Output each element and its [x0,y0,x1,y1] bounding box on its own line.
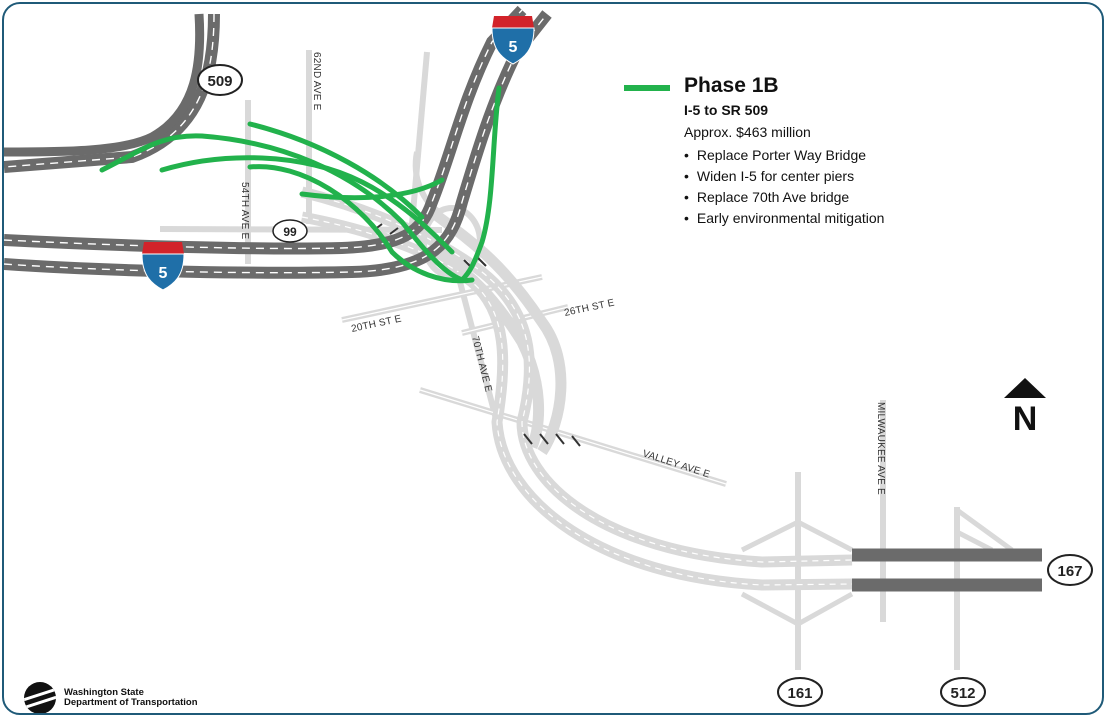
phase-1b-i5-widening [459,85,502,283]
sr99-shield-number: 99 [283,225,297,239]
street-sr99-stub [409,51,430,225]
sr509-lanes-b [4,13,205,157]
i5-shield-left-number: 5 [159,265,168,282]
sr167-shield: 167 [1047,554,1093,586]
map-canvas: 62ND AVE E 54TH AVE E 20TH ST E 26TH ST … [4,5,1093,707]
phase-1b-improvements [99,85,502,284]
sr161-interchange [740,507,1014,627]
label-valley-ave-e: VALLEY AVE E [641,448,711,480]
street-70th-ave-e [457,281,503,435]
wsdot-logo-text: Washington State Department of Transport… [64,688,198,708]
proposed-sr167-alignment [300,186,853,591]
sr161-shield: 161 [777,677,823,707]
sr512-shield-number: 512 [950,685,975,702]
i5-shield-top-number: 5 [509,39,518,56]
legend-item-list: Replace Porter Way Bridge Widen I-5 for … [684,145,885,229]
sr167-shield-number: 167 [1057,563,1082,580]
label-70th-ave-e: 70TH AVE E [469,335,494,393]
sr509-shield: 509 [197,64,243,96]
phase-1b-ramp-c [247,121,425,220]
north-arrow-icon [1004,378,1046,398]
north-label: N [1012,400,1038,438]
agency-line-1: Washington State [64,687,144,698]
sr99-shield: 99 [272,219,308,243]
phase-1b-ramp-e [299,177,445,201]
sr512-shield: 512 [940,677,986,707]
legend-item: Replace Porter Way Bridge [684,145,884,166]
legend-cost: Approx. $463 million [684,124,811,140]
wsdot-logo-icon [24,682,56,713]
wsdot-logo: Washington State Department of Transport… [24,682,264,713]
sr161-shield-number: 161 [787,685,812,702]
legend-phase-1b-swatch [624,85,670,91]
label-54th-ave-e: 54TH AVE E [239,182,250,240]
label-26th-st-e: 26TH ST E [563,298,615,319]
legend-item: Replace 70th Ave bridge [684,187,884,208]
label-62nd-ave-e: 62ND AVE E [311,52,322,111]
legend-subtitle: I-5 to SR 509 [684,102,769,118]
phase-1b-ramp-a [99,133,465,283]
north-arrow: N [1004,378,1046,438]
label-milwaukee-ave-e: MILWAUKEE AVE E [875,402,886,495]
proposed-alignment-centerlines [301,191,853,586]
i5-shield-left: 5 [141,242,185,291]
sr509-shield-number: 509 [207,73,232,90]
legend-title: Phase 1B [684,74,779,97]
i5-shield-top: 5 [491,16,535,65]
phase-1b-ramp-d [247,164,475,284]
legend-item: Widen I-5 for center piers [684,166,884,187]
legend-item: Early environmental mitigation [684,208,885,229]
phase-1b-ramp-b [159,155,455,255]
agency-line-2: Department of Transportation [64,697,198,708]
